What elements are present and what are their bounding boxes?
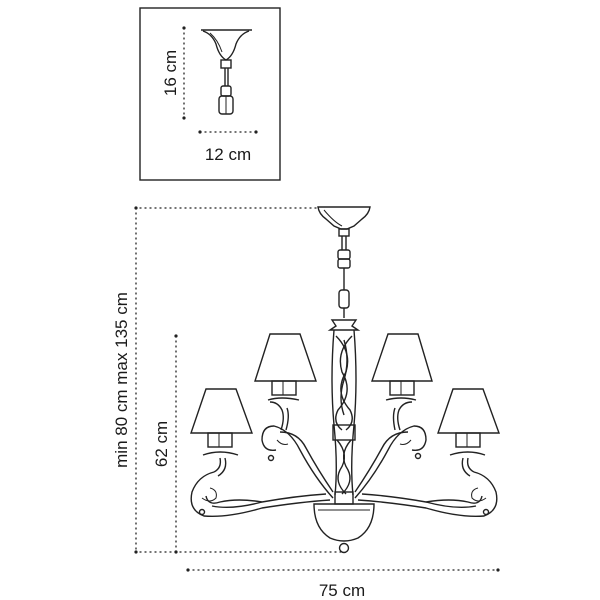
total-height-label: min 80 cm max 135 cm	[112, 292, 131, 468]
chain	[337, 236, 351, 318]
arm-inner-left	[254, 333, 334, 499]
crown	[327, 319, 361, 331]
detail-height-label: 16 cm	[161, 50, 180, 96]
width-label: 75 cm	[319, 581, 365, 600]
body-height-dimension: 62 cm	[152, 334, 178, 554]
total-height-dimension: min 80 cm max 135 cm	[112, 206, 346, 554]
detail-box: 16 cm 12 cm	[139, 7, 281, 181]
arm-outer-right	[357, 388, 500, 518]
detail-width-label: 12 cm	[205, 145, 251, 164]
arm-outer-left	[190, 388, 331, 518]
arm-inner-right	[354, 333, 433, 499]
ceiling-cup-icon	[201, 29, 252, 115]
bottom-bowl	[313, 503, 375, 554]
body-height-label: 62 cm	[152, 421, 171, 467]
detail-box-frame	[139, 7, 281, 181]
twisted-column	[331, 329, 357, 505]
chandelier-icon	[190, 206, 500, 554]
canopy	[317, 206, 371, 237]
width-dimension: 75 cm	[186, 568, 500, 600]
